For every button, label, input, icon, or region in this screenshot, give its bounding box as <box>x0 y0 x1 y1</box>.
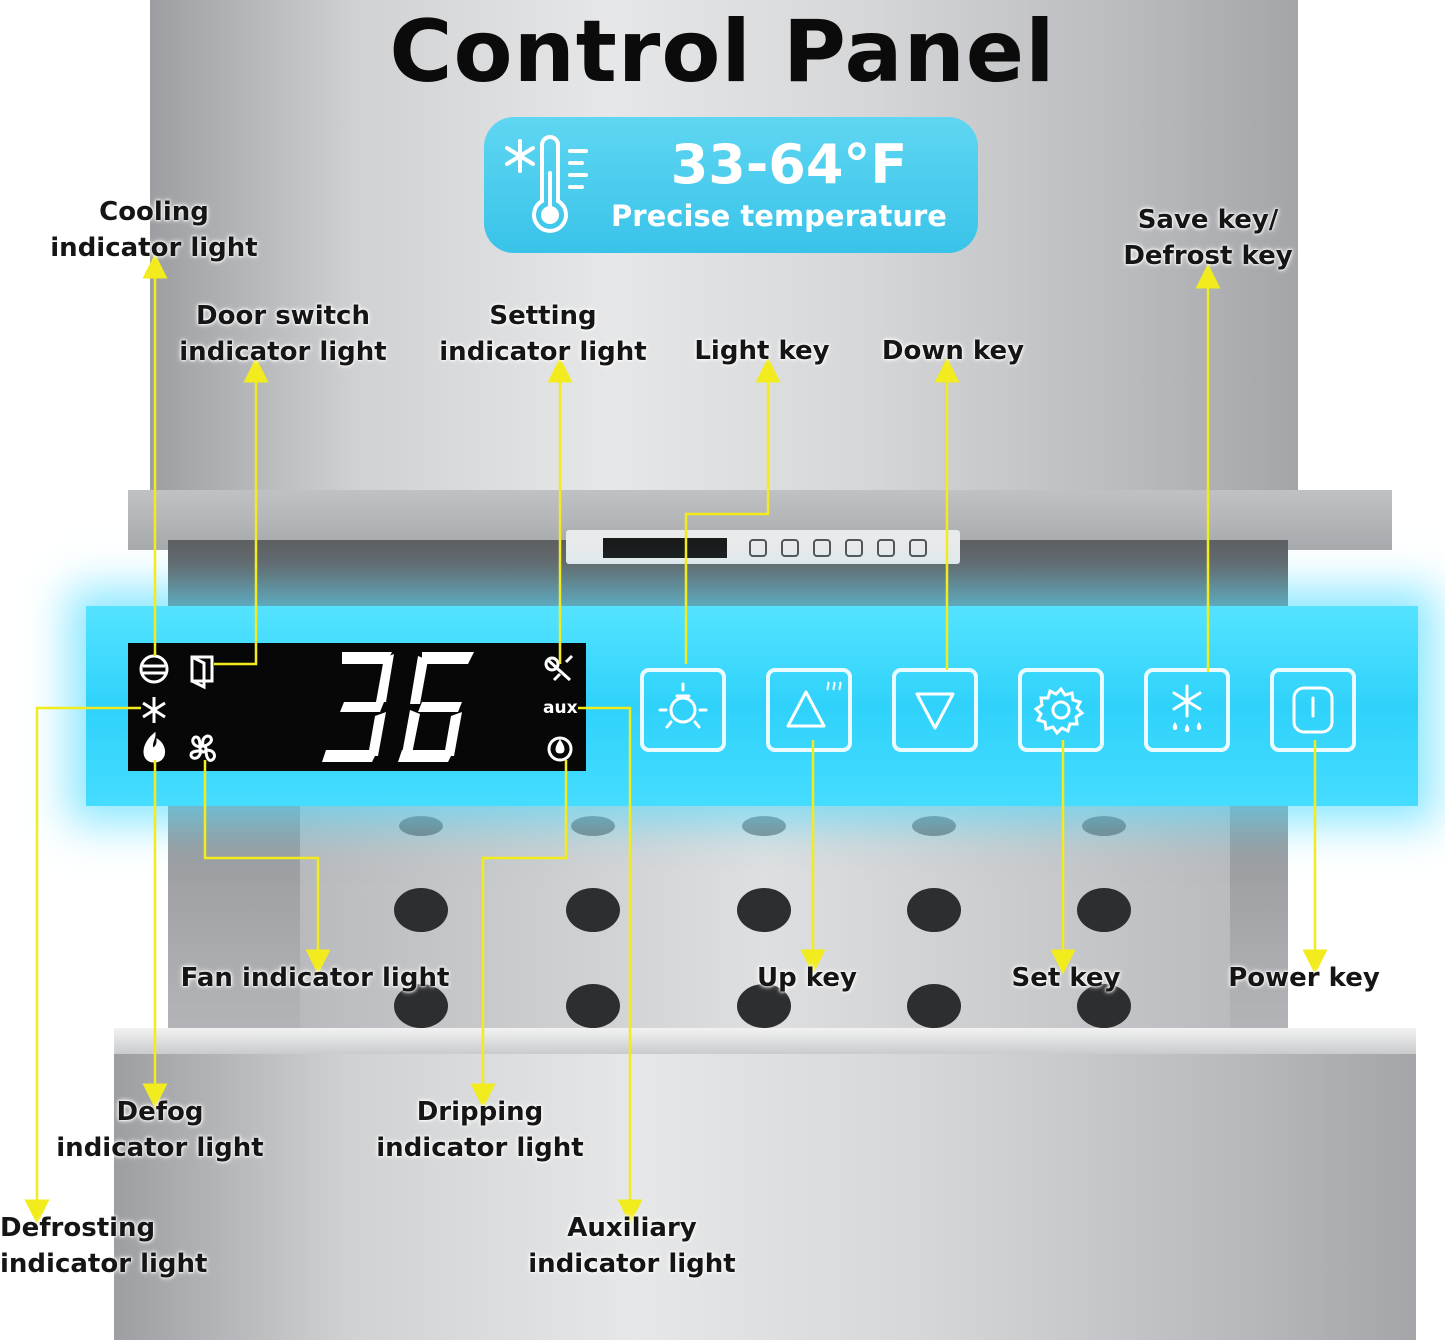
label-setting: Setting indicator light <box>439 301 647 367</box>
drawer-lip <box>114 1028 1416 1054</box>
label-defog: Defog indicator light <box>56 1097 264 1163</box>
down-key[interactable] <box>892 668 978 752</box>
fan-indicator-icon <box>189 734 216 762</box>
temperature-digits <box>322 652 474 762</box>
aux-indicator-text: aux <box>543 698 578 718</box>
label-power-key: Power key <box>1228 963 1380 993</box>
light-bulb-icon <box>658 682 708 729</box>
leader-defrosting <box>24 706 141 1225</box>
temperature-range: 33-64°F <box>670 133 908 196</box>
power-icon <box>1292 686 1334 734</box>
defrosting-indicator-icon <box>142 697 166 723</box>
defog-indicator-icon <box>143 731 165 763</box>
setting-indicator-icon <box>544 654 574 682</box>
label-set-key: Set key <box>1011 963 1121 993</box>
up-key[interactable] <box>766 668 852 752</box>
label-door-switch: Door switch indicator light <box>179 301 387 367</box>
set-key[interactable] <box>1018 668 1104 752</box>
label-light-key: Light key <box>694 336 830 366</box>
light-key[interactable] <box>640 668 726 752</box>
appliance-top-steel <box>150 0 1298 540</box>
leader-fan <box>203 760 331 975</box>
label-cooling: Cooling indicator light <box>50 197 258 263</box>
leader-door <box>214 357 269 666</box>
leader-auxiliary <box>578 706 643 1225</box>
defrost-key[interactable] <box>1144 668 1230 752</box>
label-up-key: Up key <box>757 963 857 993</box>
up-triangle-icon <box>786 681 842 728</box>
thermometer-snowflake-icon <box>505 135 588 233</box>
gear-icon <box>1033 686 1085 736</box>
label-defrosting: Defrosting indicator light <box>0 1213 208 1279</box>
power-key[interactable] <box>1270 668 1356 752</box>
door-switch-indicator-icon <box>190 655 214 690</box>
leader-light <box>684 357 781 664</box>
page-title: Control Panel <box>389 2 1056 102</box>
snowflake-drops-icon <box>1172 684 1202 732</box>
down-triangle-icon <box>915 692 955 730</box>
label-save-key: Save key/ Defrost key <box>1123 205 1293 271</box>
drawer-front <box>114 1028 1416 1340</box>
label-down-key: Down key <box>881 336 1025 366</box>
leader-dripping <box>470 760 568 1109</box>
temperature-caption: Precise temperature <box>611 199 947 233</box>
label-fan: Fan indicator light <box>180 963 450 993</box>
label-dripping: Dripping indicator light <box>376 1097 584 1163</box>
temperature-badge: 33-64°F Precise temperature <box>484 117 978 253</box>
dripping-indicator-icon <box>547 736 573 762</box>
label-auxiliary: Auxiliary indicator light <box>528 1213 736 1279</box>
